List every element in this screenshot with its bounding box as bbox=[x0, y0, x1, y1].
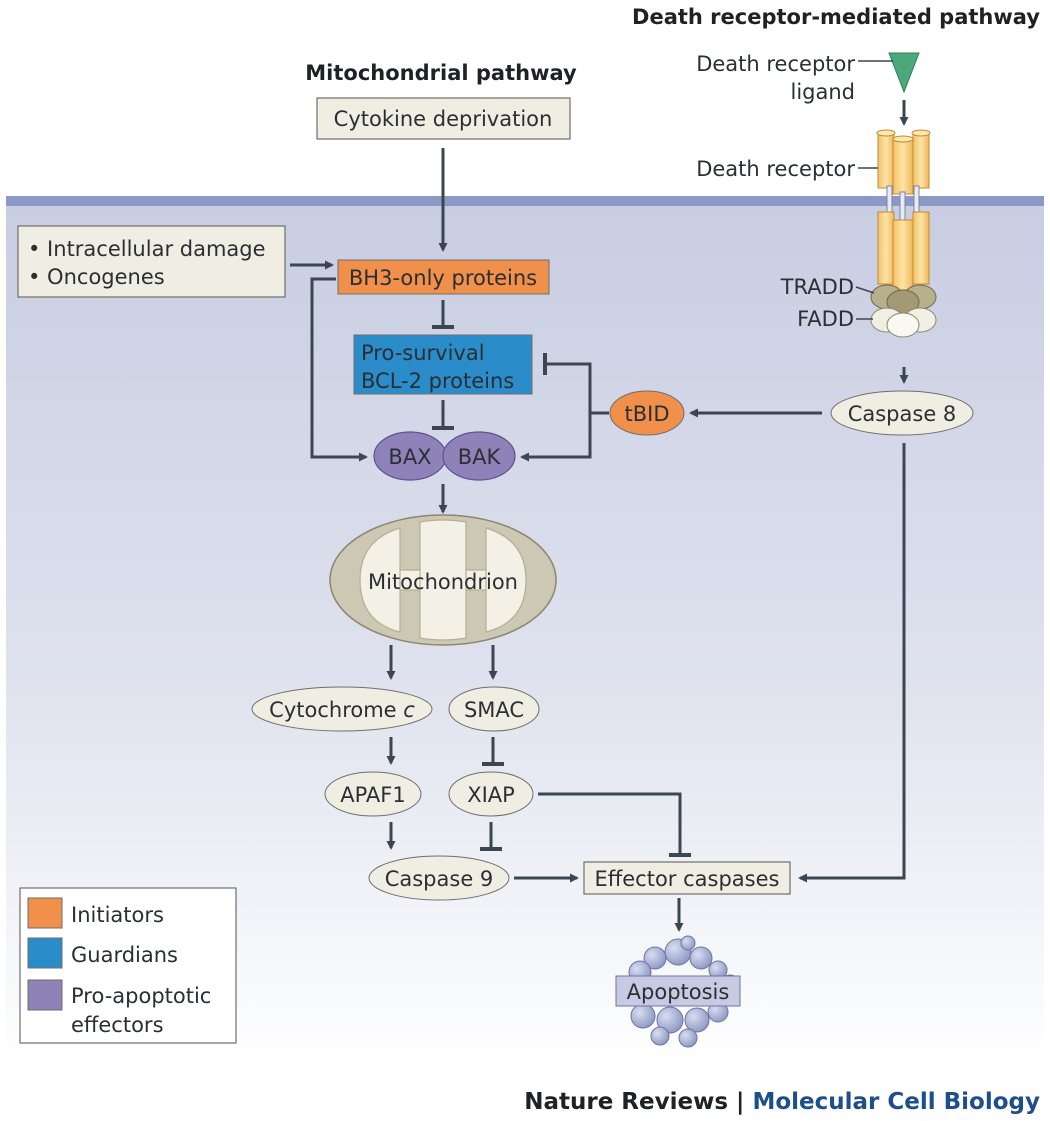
cytokine-deprivation-box bbox=[316, 97, 571, 140]
tradd-label: TRADD bbox=[780, 275, 854, 299]
cytochrome-label: Cytochrome bbox=[269, 698, 403, 722]
legend-effectors-label: effectors bbox=[71, 1013, 164, 1037]
plasma-membrane bbox=[6, 196, 1044, 206]
pro-survival-bcl2-box bbox=[353, 334, 533, 395]
effector-caspases-label: Effector caspases bbox=[595, 867, 780, 891]
cytochrome-c-label: Cytochrome c bbox=[269, 698, 415, 722]
apaf1-label: APAF1 bbox=[340, 783, 406, 807]
fadd-icon bbox=[870, 307, 937, 338]
mitochondrion-icon bbox=[329, 514, 557, 646]
intracellular-damage-label: • Intracellular damage bbox=[28, 237, 266, 261]
oncogenes-label: • Oncogenes bbox=[28, 265, 165, 289]
caspase-9-label: Caspase 9 bbox=[385, 867, 494, 891]
credit-separator: | bbox=[728, 1089, 752, 1115]
apoptosis-label-box bbox=[615, 975, 741, 1007]
mitochondrion-label: Mitochondrion bbox=[368, 570, 518, 594]
apoptosis-label: Apoptosis bbox=[627, 980, 730, 1004]
tradd-icon bbox=[870, 284, 937, 315]
caspase-8-node bbox=[830, 390, 974, 436]
journal-subtitle: Molecular Cell Biology bbox=[752, 1089, 1040, 1115]
legend-guardians-label: Guardians bbox=[71, 943, 178, 967]
xiap-label: XIAP bbox=[467, 783, 515, 807]
legend: Initiators Guardians Pro-apoptotic effec… bbox=[19, 887, 237, 1044]
caspase-8-label: Caspase 8 bbox=[848, 402, 957, 426]
bh3-only-proteins-box bbox=[337, 259, 550, 295]
fadd-label: FADD bbox=[797, 307, 854, 331]
journal-name: Nature Reviews bbox=[524, 1089, 728, 1115]
cytokine-deprivation-label: Cytokine deprivation bbox=[334, 107, 553, 131]
xiap-node bbox=[448, 771, 534, 817]
mitochondrial-pathway-header: Mitochondrial pathway bbox=[305, 61, 577, 85]
pro-survival-label: Pro-survival bbox=[361, 341, 485, 365]
caspase-9-node bbox=[368, 855, 510, 901]
legend-effectors-swatch bbox=[27, 979, 63, 1011]
legend-initiators-label: Initiators bbox=[71, 903, 164, 927]
death-receptor-label: Death receptor bbox=[696, 157, 855, 181]
smac-label: SMAC bbox=[464, 698, 524, 722]
cytochrome-c-node bbox=[251, 686, 433, 732]
effector-caspases-box bbox=[583, 861, 791, 895]
legend-initiators-swatch bbox=[27, 897, 63, 929]
intracellular-damage-box bbox=[17, 225, 286, 298]
death-receptor-pathway-header: Death receptor-mediated pathway bbox=[632, 5, 1040, 29]
journal-credit: Nature Reviews | Molecular Cell Biology bbox=[524, 1089, 1040, 1115]
tbid-label: tBID bbox=[624, 402, 669, 426]
tbid-node bbox=[609, 390, 685, 436]
death-receptor-ligand-label-2: ligand bbox=[790, 80, 855, 104]
death-receptor-ligand-icon bbox=[888, 52, 920, 94]
bcl2-proteins-label: BCL-2 proteins bbox=[361, 369, 514, 393]
apaf1-node bbox=[324, 771, 422, 817]
bak-node bbox=[442, 431, 516, 481]
bak-label: BAK bbox=[458, 445, 502, 469]
bax-label: BAX bbox=[388, 445, 431, 469]
legend-guardians-swatch bbox=[27, 937, 63, 969]
death-receptor-ligand-label: Death receptor bbox=[696, 52, 855, 76]
legend-pro-apoptotic-label: Pro-apoptotic bbox=[71, 984, 211, 1008]
death-receptor-icon bbox=[876, 129, 931, 291]
cytochrome-c-italic: c bbox=[403, 698, 415, 722]
smac-node bbox=[448, 686, 540, 732]
bh3-only-proteins-label: BH3-only proteins bbox=[349, 266, 537, 290]
